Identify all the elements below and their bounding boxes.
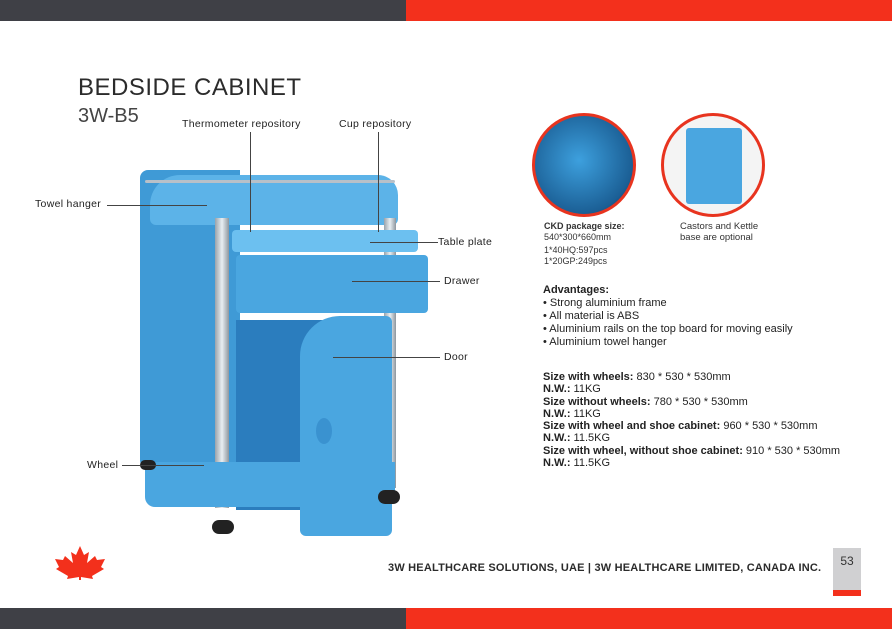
page-title: BEDSIDE CABINET <box>78 74 302 101</box>
castor-option-image <box>661 113 765 217</box>
spec-label: N.W.: <box>543 407 571 420</box>
callout-cup: Cup repository <box>339 118 412 130</box>
package-20gp: 1*20GP:249pcs <box>544 256 608 266</box>
spec-label: N.W.: <box>543 457 571 470</box>
package-40hq: 1*40HQ:597pcs <box>544 245 608 255</box>
spec-row: N.W.: 11KG <box>543 383 840 395</box>
callout-towel: Towel hanger <box>35 198 102 210</box>
page-number: 53 <box>833 548 861 596</box>
model-number: 3W-B5 <box>78 105 139 127</box>
top-banner <box>0 0 892 21</box>
spec-row: Size with wheel, without shoe cabinet: 9… <box>543 445 840 457</box>
bottom-banner <box>0 608 892 629</box>
callout-door: Door <box>444 351 468 363</box>
callout-thermometer: Thermometer repository <box>182 118 301 130</box>
spec-value: 11KG <box>570 383 601 396</box>
callout-wheel: Wheel <box>87 459 119 471</box>
spec-value: 11KG <box>570 407 601 420</box>
callout-table-plate: Table plate <box>438 236 493 248</box>
spec-value: 780 * 530 * 530mm <box>650 395 748 408</box>
advantages-title: Advantages: <box>543 284 610 296</box>
spec-row: Size with wheels: 830 * 530 * 530mm <box>543 371 840 383</box>
spec-value: 830 * 530 * 530mm <box>633 371 731 383</box>
spec-label: Size with wheel and shoe cabinet: <box>543 420 721 433</box>
spec-row: N.W.: 11.5KG <box>543 457 840 469</box>
spec-label: N.W.: <box>543 383 571 396</box>
package-detail-image <box>532 113 636 217</box>
package-size: 540*300*660mm <box>544 232 612 242</box>
optional-note: Castors and Kettle base are optional <box>680 221 758 243</box>
advantage-item: • Aluminium towel hanger <box>543 336 667 348</box>
advantages: Advantages: • Strong aluminium frame • A… <box>543 284 793 349</box>
package-label: CKD package size: <box>544 221 625 231</box>
spec-label: Size without wheels: <box>543 395 651 408</box>
spec-value: 910 * 530 * 530mm <box>742 444 841 457</box>
spec-value: 11.5KG <box>570 432 611 445</box>
spec-label: Size with wheels: <box>543 371 634 383</box>
package-info: CKD package size: 540*300*660mm 1*40HQ:5… <box>544 221 625 267</box>
advantage-item: • Strong aluminium frame <box>543 297 667 309</box>
note-line: base are optional <box>680 232 753 243</box>
maple-leaf-icon <box>55 546 105 580</box>
advantage-item: • All material is ABS <box>543 310 640 322</box>
spec-row: Size with wheel and shoe cabinet: 960 * … <box>543 420 840 432</box>
spec-label: Size with wheel, without shoe cabinet: <box>543 444 743 457</box>
callout-drawer: Drawer <box>444 275 480 287</box>
footer-company: 3W HEALTHCARE SOLUTIONS, UAE | 3W HEALTH… <box>388 562 822 574</box>
spec-label: N.W.: <box>543 432 571 445</box>
spec-value: 11.5KG <box>570 457 611 470</box>
specifications: Size with wheels: 830 * 530 * 530mm N.W.… <box>543 371 840 469</box>
spec-value: 960 * 530 * 530mm <box>720 420 818 433</box>
advantage-item: • Aluminium rails on the top board for m… <box>543 323 793 335</box>
spec-row: N.W.: 11.5KG <box>543 432 840 444</box>
page-number-text: 53 <box>840 554 854 568</box>
spec-row: Size without wheels: 780 * 530 * 530mm <box>543 396 840 408</box>
note-line: Castors and Kettle <box>680 221 759 232</box>
spec-row: N.W.: 11KG <box>543 408 840 420</box>
